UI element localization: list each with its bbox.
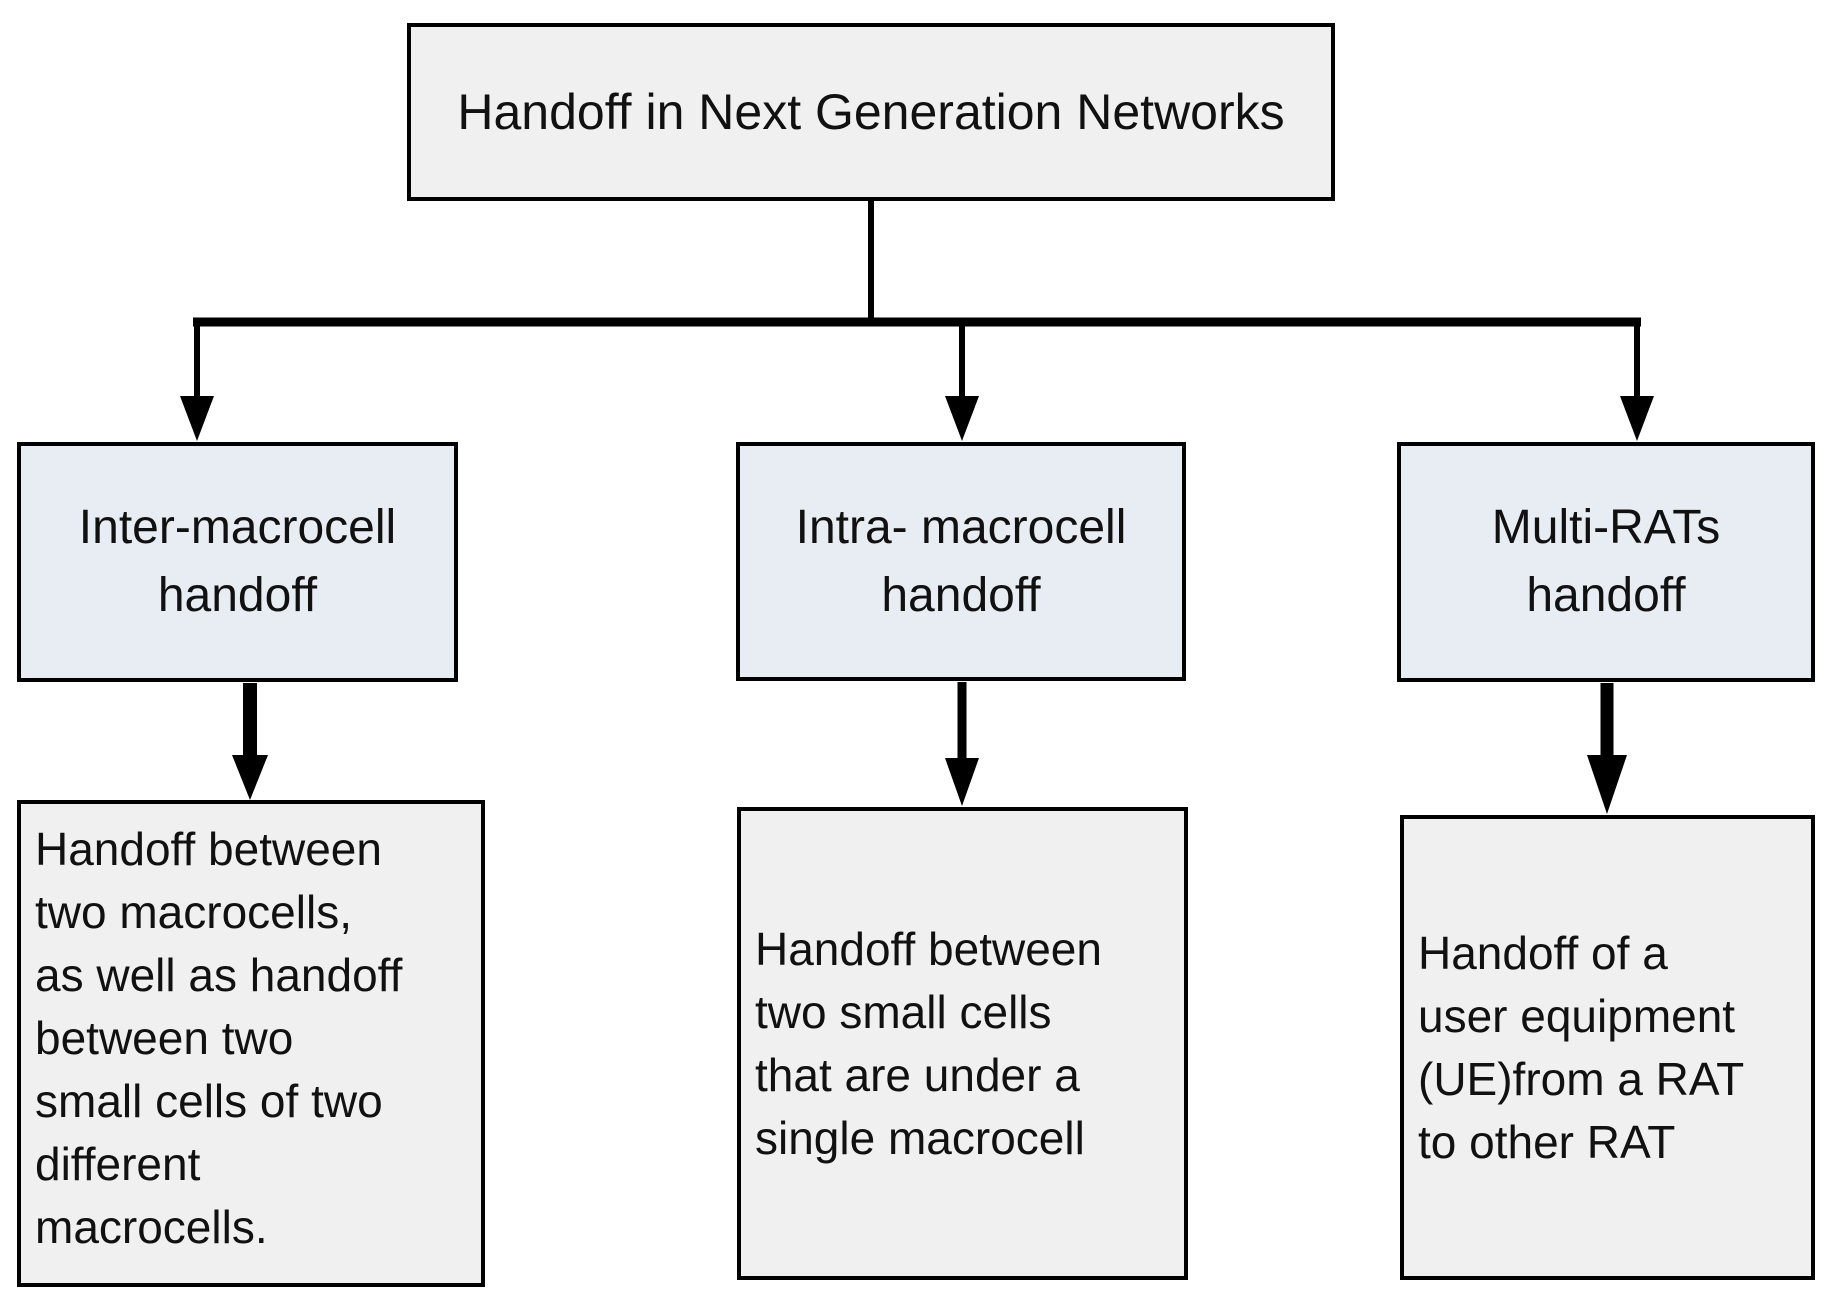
- arrow-to-desc-2-head: [945, 758, 979, 806]
- root-box: Handoff in Next Generation Networks: [407, 23, 1335, 201]
- arrow-to-branch-3-head: [1620, 396, 1654, 441]
- arrow-to-desc-1-head: [232, 755, 268, 800]
- desc-box-inter-macrocell: Handoff between two macrocells, as well …: [17, 800, 485, 1287]
- branch-box-inter-macrocell: Inter-macrocell handoff: [17, 442, 458, 682]
- desc-text-intra-macrocell: Handoff between two small cells that are…: [755, 922, 1102, 1164]
- arrow-to-desc-3-head: [1587, 755, 1627, 814]
- arrow-to-branch-2-head: [945, 396, 979, 441]
- desc-text-multi-rats: Handoff of a user equipment (UE)from a R…: [1418, 926, 1745, 1168]
- desc-box-multi-rats: Handoff of a user equipment (UE)from a R…: [1400, 815, 1815, 1280]
- branch-box-multi-rats: Multi-RATs handoff: [1397, 442, 1815, 682]
- desc-text-inter-macrocell: Handoff between two macrocells, as well …: [35, 823, 403, 1253]
- desc-box-intra-macrocell: Handoff between two small cells that are…: [737, 807, 1188, 1280]
- arrow-to-branch-1-head: [180, 396, 214, 441]
- branch-label-multi-rats: Multi-RATs handoff: [1491, 501, 1721, 622]
- branch-label-intra-macrocell: Intra- macrocell handoff: [795, 500, 1127, 622]
- root-label: Handoff in Next Generation Networks: [457, 84, 1285, 140]
- branch-box-intra-macrocell: Intra- macrocell handoff: [736, 442, 1186, 681]
- branch-label-inter-macrocell: Inter-macrocell handoff: [78, 501, 397, 622]
